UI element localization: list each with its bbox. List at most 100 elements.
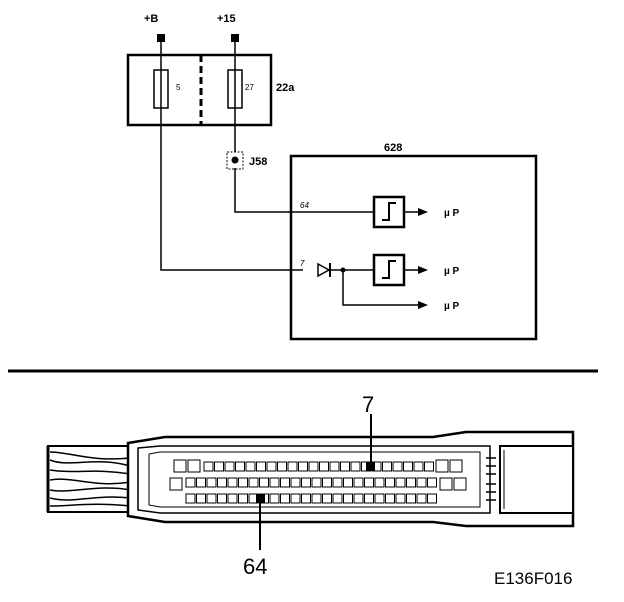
pin-cavity — [206, 477, 217, 488]
pin-cavity — [214, 461, 224, 472]
wire-harness — [46, 445, 131, 513]
wire-b-plus-to-pin-7 — [160, 42, 303, 271]
pin-cavity — [319, 461, 329, 472]
pin-cavity — [227, 493, 238, 504]
pin-cavity — [353, 477, 364, 488]
pin-cavity — [256, 461, 266, 472]
pin-cavity — [385, 493, 395, 504]
pin-cavity — [290, 493, 301, 504]
pin-cavity — [374, 477, 385, 488]
diode-icon — [317, 262, 331, 278]
pin-cavity — [329, 461, 340, 472]
connector-j58-pin — [231, 156, 239, 164]
pin-cavity — [248, 477, 259, 488]
pin-cavity — [392, 461, 403, 472]
arrow-output-2 — [418, 266, 428, 274]
pin-cavity — [395, 477, 406, 488]
pin-cavity — [395, 493, 406, 504]
pin-cavity — [385, 477, 395, 488]
connector-j58-label: J58 — [249, 156, 267, 168]
connector-j58 — [226, 151, 244, 170]
output-label-3: µ P — [444, 301, 460, 312]
arrow-output-3 — [418, 301, 428, 309]
pin-cavity — [413, 461, 424, 472]
pin-cavity — [227, 477, 238, 488]
pin-cavity — [280, 477, 290, 488]
pin-cavity — [453, 477, 467, 491]
pin-cavity — [350, 461, 361, 472]
pin-cavity — [187, 459, 201, 473]
pin-cavity — [332, 493, 343, 504]
control-module-label: 628 — [384, 142, 402, 154]
pin-cavity — [245, 461, 256, 472]
pin-cavity — [196, 477, 206, 488]
pin-cavity — [449, 459, 463, 473]
pin-cavity — [427, 477, 437, 488]
pin-cavity — [217, 493, 227, 504]
pin-cavity — [277, 461, 287, 472]
pin-cavity — [416, 477, 427, 488]
pin-cavity — [259, 477, 269, 488]
pin-cavity — [435, 459, 449, 473]
wire-direct-branch — [342, 270, 418, 306]
callout-64: 64 — [243, 554, 267, 579]
pin-cavity — [196, 493, 206, 504]
pin-cavity — [301, 493, 311, 504]
output-label-2: µ P — [444, 266, 460, 277]
pin-cavity — [206, 493, 217, 504]
pin-cavity — [364, 493, 374, 504]
pin-cavity-grid — [169, 459, 467, 504]
pin-cavity — [343, 477, 353, 488]
supply-label-b-plus: +B — [144, 13, 158, 25]
pin-cavity — [298, 461, 308, 472]
pin-cavity — [287, 461, 298, 472]
terminal-15 — [231, 34, 239, 42]
pin-cavity — [224, 461, 235, 472]
pin-cavity — [343, 493, 353, 504]
pin-cavity — [353, 493, 364, 504]
arrow-output-1 — [418, 208, 428, 216]
pin-cavity — [203, 461, 214, 472]
pin-7-marker — [366, 462, 375, 471]
fuse-27-number: 27 — [245, 83, 254, 92]
pin-cavity — [290, 477, 301, 488]
pin-cavity — [406, 493, 416, 504]
pin-cavity — [382, 461, 392, 472]
pin-cavity — [235, 461, 245, 472]
supply-label-15: +15 — [217, 13, 236, 25]
pin-cavity — [322, 493, 332, 504]
locking-lug-ribs — [486, 457, 496, 501]
pin-cavity — [217, 477, 227, 488]
pin-64-label: 64 — [300, 201, 309, 210]
pin-cavity — [416, 493, 427, 504]
pin-cavity — [301, 477, 311, 488]
pin-cavity — [185, 493, 196, 504]
pin-cavity — [406, 477, 416, 488]
pin-cavity — [280, 493, 290, 504]
pin-cavity — [311, 477, 322, 488]
callout-7: 7 — [362, 392, 374, 417]
pin-cavity — [424, 461, 434, 472]
pin-cavity — [238, 493, 248, 504]
fuse-5-number: 5 — [176, 83, 181, 92]
pin-cavity — [364, 477, 374, 488]
control-module-628 — [289, 154, 538, 341]
output-label-1: µ P — [444, 208, 460, 219]
pin-cavity — [185, 477, 196, 488]
pin-cavity — [322, 477, 332, 488]
wire-j58-to-pin-64 — [234, 168, 374, 213]
pin-cavity — [308, 461, 319, 472]
pin-cavity — [439, 477, 453, 491]
schmitt-trigger-symbol — [382, 260, 396, 279]
figure-id: E136F016 — [494, 569, 572, 588]
pin-cavity — [173, 459, 187, 473]
pin-cavity — [374, 493, 385, 504]
pin-64-marker — [256, 494, 265, 503]
fuse-box-label: 22a — [276, 82, 295, 94]
terminal-b-plus — [157, 34, 165, 42]
pin-cavity — [169, 477, 183, 491]
pin-cavity — [266, 461, 277, 472]
fuse-box — [126, 53, 273, 127]
pin-cavity — [238, 477, 248, 488]
